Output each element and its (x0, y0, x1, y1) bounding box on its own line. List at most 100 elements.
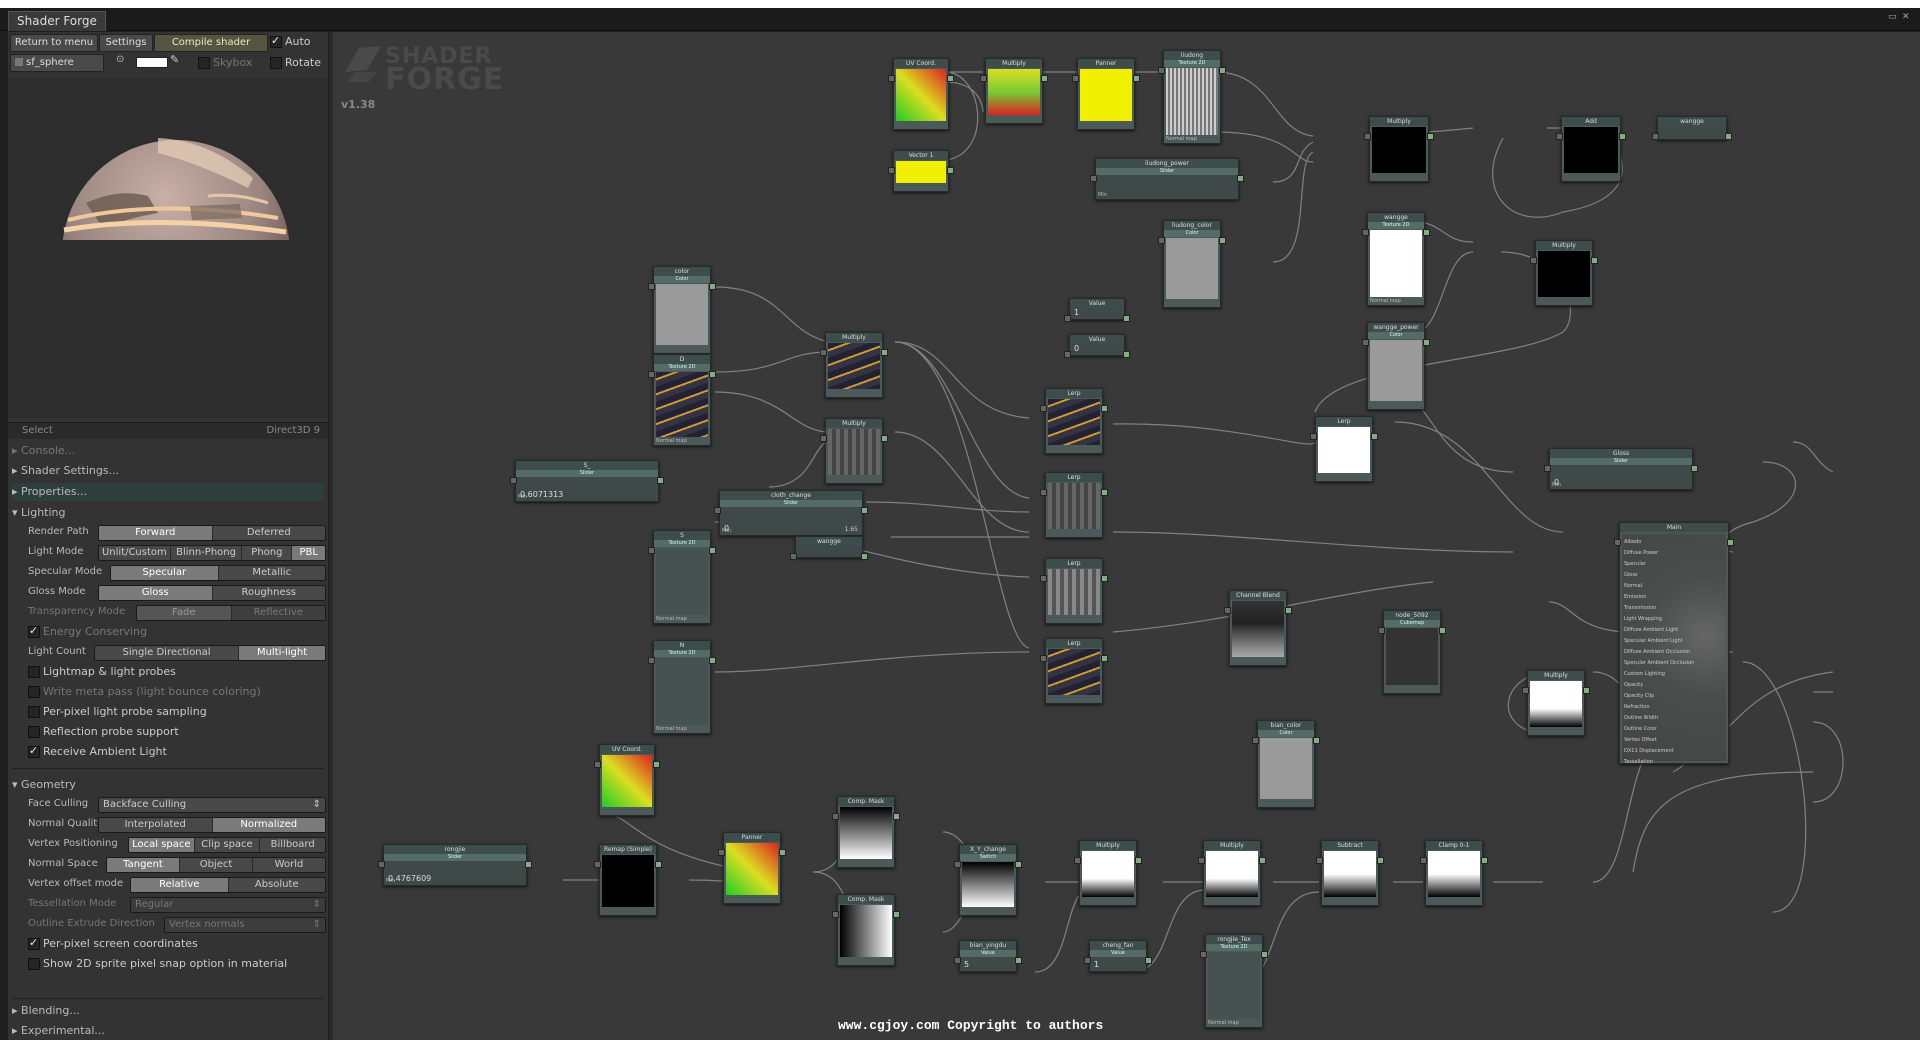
input-port[interactable] (820, 435, 827, 442)
section-geometry[interactable]: ▾ Geometry (12, 776, 324, 794)
node-value-field[interactable]: 0 (1554, 478, 1560, 487)
node-lerp-b[interactable]: Lerp (1040, 472, 1108, 538)
node-vector1[interactable]: Vector 1 (888, 150, 954, 192)
render-path-forward[interactable]: Forward (99, 526, 213, 540)
main-input-row[interactable]: Diffuse Ambient Light (1624, 627, 1679, 633)
input-port[interactable] (1040, 489, 1047, 496)
input-port[interactable] (954, 957, 961, 964)
ns-world[interactable]: World (253, 858, 325, 872)
reflection-probe-checkbox[interactable]: Reflection probe support (28, 725, 179, 739)
main-input-row[interactable]: Specular Ambient Occlusion (1624, 660, 1695, 666)
input-port[interactable] (648, 371, 655, 378)
output-port[interactable] (861, 507, 868, 514)
output-port[interactable] (1261, 951, 1268, 958)
input-port[interactable] (1064, 351, 1071, 358)
output-port[interactable] (947, 75, 954, 82)
input-port[interactable] (888, 75, 895, 82)
output-port[interactable] (861, 553, 868, 560)
receive-ambient-checkbox[interactable]: Receive Ambient Light (28, 744, 167, 759)
input-port[interactable] (790, 553, 797, 560)
output-port[interactable] (1015, 861, 1022, 868)
input-port[interactable] (1252, 737, 1259, 744)
node-multiply-a[interactable]: Multiply (1364, 116, 1434, 182)
main-input-row[interactable]: Light Wrapping (1624, 616, 1662, 622)
output-port[interactable] (1237, 175, 1244, 182)
output-port[interactable] (1727, 539, 1734, 546)
input-port[interactable] (1364, 133, 1371, 140)
output-port[interactable] (657, 477, 664, 484)
panel-splitter[interactable] (329, 32, 333, 1040)
input-port[interactable] (1544, 465, 1551, 472)
input-port[interactable] (1310, 433, 1317, 440)
node-panner-bottom[interactable]: Panner (718, 832, 786, 904)
input-port[interactable] (648, 283, 655, 290)
main-input-row[interactable]: Transmission (1624, 605, 1657, 611)
output-port[interactable] (709, 657, 716, 664)
node-clamp[interactable]: Clamp 0-1 (1420, 840, 1488, 906)
output-port[interactable] (1591, 257, 1598, 264)
node-value-field[interactable]: 1 (1094, 960, 1100, 969)
output-port[interactable] (1123, 315, 1130, 322)
vo-relative[interactable]: Relative (131, 878, 229, 892)
output-port[interactable] (1101, 489, 1108, 496)
output-port[interactable] (1371, 433, 1378, 440)
light-mode-blinn[interactable]: Blinn-Phong (170, 546, 243, 560)
input-port[interactable] (594, 761, 601, 768)
node-comp-mask-a[interactable]: Comp. Mask (832, 796, 900, 868)
input-port[interactable] (378, 861, 385, 868)
main-input-row[interactable]: Outline Width (1624, 715, 1659, 721)
output-port[interactable] (1423, 229, 1430, 236)
node-value-field[interactable]: 0 (1074, 344, 1080, 353)
input-port[interactable] (1530, 257, 1537, 264)
vp-billboard[interactable]: Billboard (260, 838, 325, 852)
node-multiply-c[interactable]: Multiply (820, 332, 888, 398)
settings-button[interactable]: Settings (99, 34, 153, 52)
node-panner-top[interactable]: Panner (1072, 58, 1140, 130)
input-port[interactable] (718, 849, 725, 856)
color-swatch[interactable] (136, 57, 168, 68)
node-multiply-g[interactable]: Multiply (1198, 840, 1266, 906)
output-port[interactable] (1041, 75, 1048, 82)
input-port[interactable] (1040, 655, 1047, 662)
output-port[interactable] (1123, 351, 1130, 358)
compile-shader-button[interactable]: Compile shader (154, 34, 268, 52)
input-port[interactable] (1362, 229, 1369, 236)
output-port[interactable] (881, 349, 888, 356)
node-multiply-b[interactable]: Multiply (1530, 240, 1598, 306)
main-input-row[interactable]: Specular Ambient Light (1624, 638, 1683, 644)
input-port[interactable] (1198, 857, 1205, 864)
output-port[interactable] (709, 283, 716, 290)
main-input-row[interactable]: Opacity Clip (1624, 693, 1655, 699)
input-port[interactable] (510, 477, 517, 484)
render-path-deferred[interactable]: Deferred (212, 526, 325, 540)
per-pixel-probe-checkbox[interactable]: Per-pixel light probe sampling (28, 705, 207, 719)
main-input-row[interactable]: Tessellation (1624, 759, 1653, 765)
node-value-field[interactable]: 5 (964, 960, 970, 969)
specular-mode-specular[interactable]: Specular (111, 566, 219, 580)
output-port[interactable] (1135, 857, 1142, 864)
node-lerp-a[interactable]: Lerp (1040, 388, 1108, 454)
main-input-row[interactable]: Refraction (1624, 704, 1650, 710)
output-port[interactable] (1313, 737, 1320, 744)
ns-tangent[interactable]: Tangent (107, 858, 180, 872)
main-input-row[interactable]: Outline Color (1624, 726, 1657, 732)
input-port[interactable] (1084, 957, 1091, 964)
output-port[interactable] (947, 167, 954, 174)
select-label[interactable]: Select (22, 425, 53, 436)
input-port[interactable] (594, 861, 601, 868)
input-port[interactable] (1158, 237, 1165, 244)
